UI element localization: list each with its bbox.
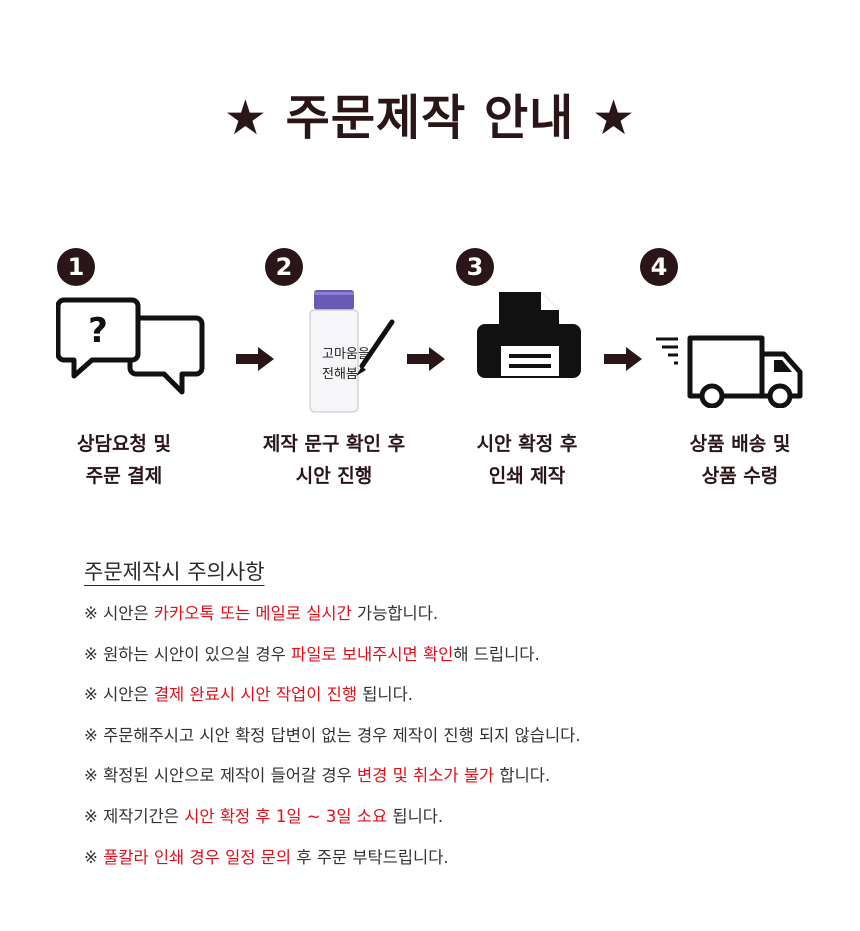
note-item: ※ 제작기간은 시안 확정 후 1일 ~ 3일 소요 됩니다. xyxy=(84,806,444,826)
page-title: ★ 주문제작 안내 ★ xyxy=(223,90,637,146)
note-item: ※ 시안은 결제 완료시 시안 작업이 진행 됩니다. xyxy=(84,685,414,705)
arrow-right-icon xyxy=(407,347,445,371)
arrow-right-icon xyxy=(236,347,274,371)
note-item: ※ 시안은 카카오톡 또는 메일로 실시간 가능합니다. xyxy=(84,604,439,623)
step-number-badge: 4 xyxy=(640,248,678,286)
note-item: ※ 원하는 시안이 있으실 경우 파일로 보내주시면 확인해 드립니다. xyxy=(84,644,540,664)
step-caption: 상품 배송 및 상품 수령 xyxy=(689,433,791,487)
notes-list: ※ 시안은 카카오톡 또는 메일로 실시간 가능합니다. ※ 원하는 시안이 있… xyxy=(84,600,581,884)
step-caption: 제작 문구 확인 후 시안 진행 xyxy=(262,433,406,487)
note-item: ※ 풀칼라 인쇄 경우 일정 문의 후 주문 부탁드립니다. xyxy=(84,847,449,867)
svg-text:?: ? xyxy=(88,311,108,351)
step-caption: 상담요청 및 주문 결제 xyxy=(76,433,171,487)
delivery-truck-icon xyxy=(656,335,803,408)
printer-icon xyxy=(477,292,581,378)
svg-text:고마움을: 고마움을 xyxy=(322,347,370,362)
note-item: ※ 주문해주시고 시안 확정 답변이 없는 경우 제작이 진행 되지 않습니다. xyxy=(84,725,581,745)
note-item: ※ 확정된 시안으로 제작이 들어갈 경우 변경 및 취소가 불가 합니다. xyxy=(84,766,551,786)
step-number-badge: 2 xyxy=(265,248,303,286)
notes-title: 주문제작시 주의사항 xyxy=(84,560,265,584)
chat-bubbles-question-icon: ? xyxy=(56,297,205,395)
svg-text:전해봄: 전해봄 xyxy=(322,367,358,382)
step-caption: 시안 확정 후 인쇄 제작 xyxy=(476,433,578,487)
step-number-badge: 3 xyxy=(456,248,494,286)
arrow-right-icon xyxy=(604,347,642,371)
notes-section: 주문제작시 주의사항 ※ 시안은 카카오톡 또는 메일로 실시간 가능합니다. … xyxy=(84,556,784,867)
bottle-with-pen-icon: 고마움을 전해봄 xyxy=(309,290,395,413)
step-number-badge: 1 xyxy=(57,248,95,286)
